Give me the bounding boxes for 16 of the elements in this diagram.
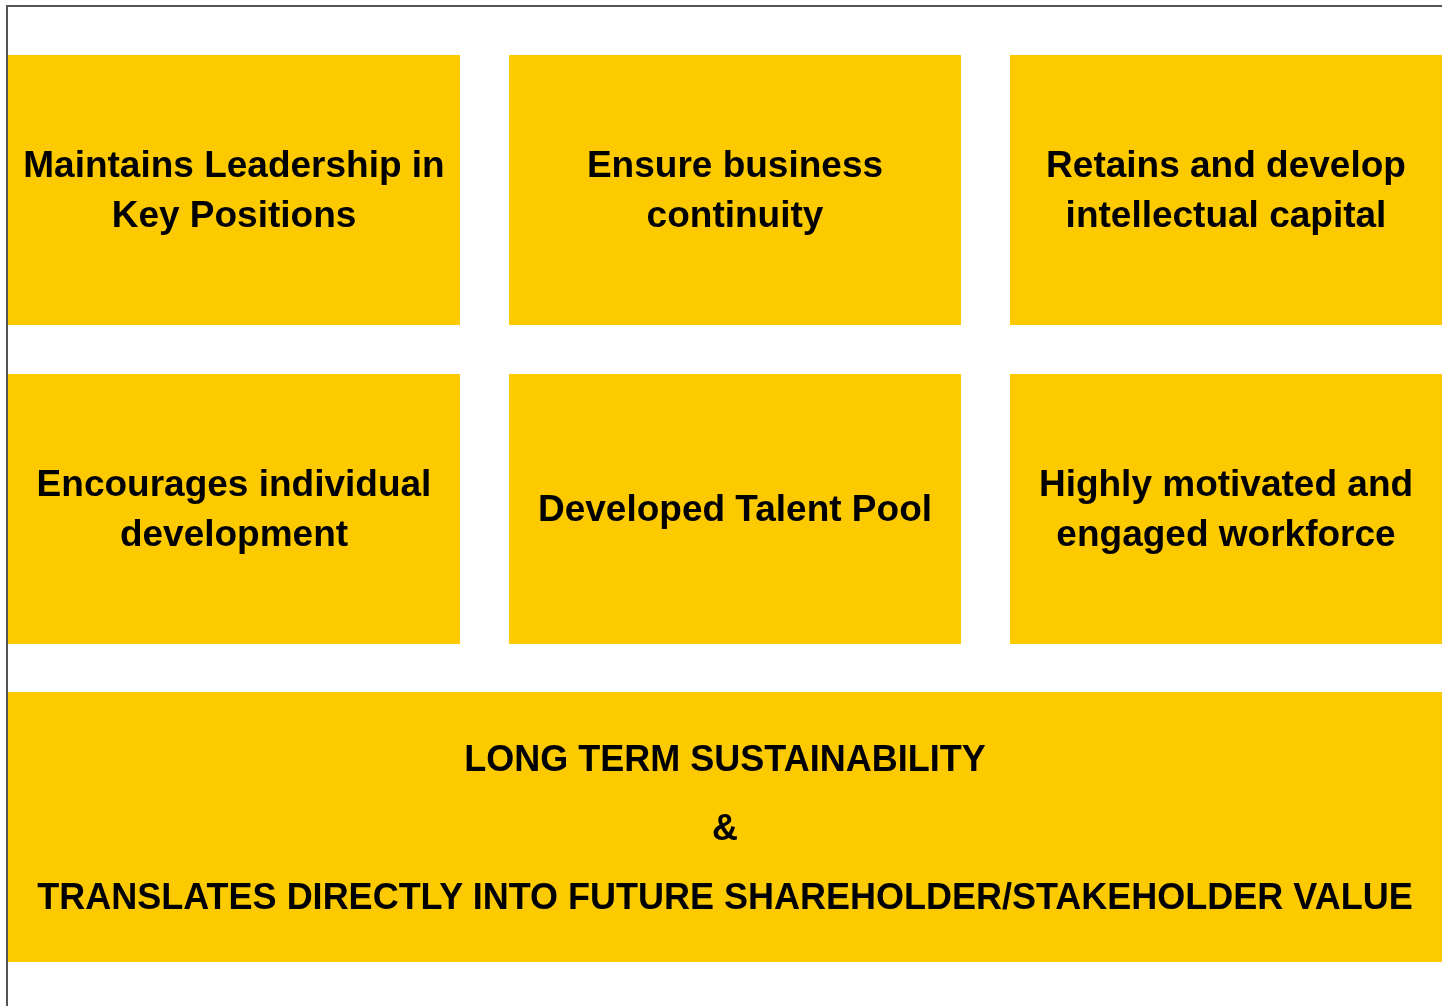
summary-box xyxy=(8,692,1442,962)
benefit-box xyxy=(509,55,961,325)
box-text: Highly motivated and engaged workforce xyxy=(1037,462,1415,556)
benefit-box xyxy=(1010,55,1442,325)
benefit-box xyxy=(8,374,460,644)
benefit-box xyxy=(509,374,961,644)
summary-text: TRANSLATES DIRECTLY INTO FUTURE SHAREHOLDER/STAKEHOLDER VALUE xyxy=(37,874,1413,919)
benefit-box xyxy=(8,55,460,325)
summary-text: & xyxy=(712,805,738,850)
box-text: Developed Talent Pool xyxy=(537,487,932,531)
box-text: Encourages individual development xyxy=(35,462,433,556)
benefit-box xyxy=(1010,374,1442,644)
box-text: Ensure business continuity xyxy=(585,143,885,237)
box-text: Maintains Leadership in Key Positions xyxy=(22,143,446,237)
summary-text: LONG TERM SUSTAINABILITY xyxy=(464,736,986,781)
box-text: Retains and develop intellectual capital xyxy=(1045,143,1407,237)
